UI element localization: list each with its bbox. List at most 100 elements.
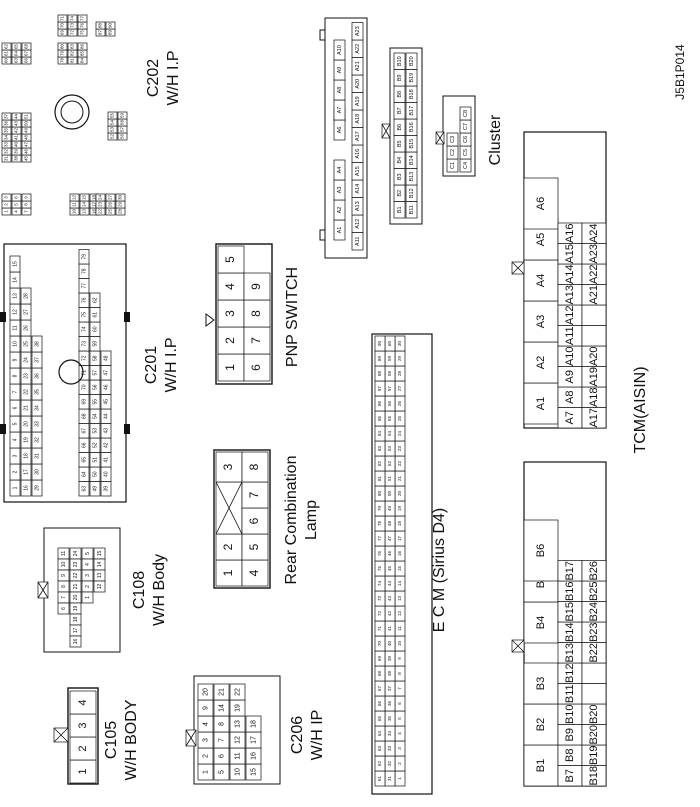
svg-text:8: 8 [24, 203, 29, 206]
svg-text:43: 43 [103, 428, 109, 434]
c201-pin: 73 [78, 336, 90, 352]
tcm-a-pin: A16 [557, 222, 583, 244]
c201-pin: 66 [78, 437, 90, 453]
svg-text:14: 14 [82, 202, 87, 208]
svg-text:A11: A11 [564, 326, 576, 345]
svg-text:18: 18 [250, 720, 257, 728]
svg-text:A4: A4 [535, 274, 547, 287]
svg-text:64: 64 [377, 731, 382, 737]
c202-pin: 13 [79, 207, 90, 216]
c201-pin: 54 [89, 408, 101, 424]
c201-pin: 72 [78, 350, 90, 366]
c201-pin: 8 [9, 367, 21, 385]
c201-pin: 2 [9, 463, 21, 481]
svg-text:18: 18 [73, 617, 79, 623]
pnp-outline [215, 243, 273, 385]
c202-pin: 42 [11, 126, 22, 135]
svg-text:75: 75 [377, 566, 382, 572]
cluster-b-pin: B4 [393, 151, 406, 169]
c201-pin: 38 [31, 335, 43, 353]
c202-pin: 41 [11, 133, 22, 142]
svg-text:B18: B18 [409, 89, 415, 99]
c108-name: C108 [131, 571, 148, 609]
svg-text:7: 7 [247, 491, 261, 498]
svg-text:76: 76 [377, 551, 382, 557]
svg-text:10: 10 [397, 641, 402, 647]
svg-text:C4: C4 [463, 162, 469, 169]
svg-text:24: 24 [98, 195, 103, 201]
c202-pin: 90 [105, 21, 116, 30]
svg-text:21: 21 [397, 476, 402, 482]
svg-text:25: 25 [23, 341, 29, 347]
c202-pin: 51 [21, 112, 32, 121]
svg-text:B20: B20 [588, 704, 600, 724]
c206-pin: 3 [197, 731, 214, 749]
cluster-b-pin: B6 [393, 118, 406, 136]
rear-pin: 7 [241, 481, 269, 509]
svg-text:42: 42 [387, 611, 392, 617]
svg-text:A7: A7 [337, 107, 343, 114]
svg-text:37: 37 [34, 357, 40, 363]
svg-text:55: 55 [110, 113, 115, 119]
svg-text:A9: A9 [337, 67, 343, 74]
ecm-pin: 64 [374, 725, 386, 742]
rear-pin: 3 [215, 451, 243, 483]
tcm-b-header: B4 [523, 601, 559, 644]
ecm-pin: 86 [374, 395, 386, 412]
svg-text:20: 20 [73, 595, 79, 601]
svg-text:3: 3 [202, 738, 209, 742]
svg-text:A1: A1 [337, 227, 343, 234]
svg-text:5: 5 [247, 543, 261, 550]
cluster-b-pin: B19 [405, 69, 418, 87]
svg-text:66: 66 [81, 442, 87, 448]
svg-text:80: 80 [60, 44, 65, 50]
svg-text:B1: B1 [535, 759, 547, 772]
c201-pin: 77 [78, 278, 90, 294]
tcm-b-header: B2 [523, 703, 559, 746]
c108-pin: 24 [69, 547, 82, 560]
c202-location: W/H I.P [165, 50, 182, 105]
c202-pin: 89 [105, 28, 116, 37]
svg-text:B12: B12 [564, 663, 576, 683]
svg-text:2: 2 [202, 754, 209, 758]
c201-pin: 11 [9, 319, 21, 337]
c108-pin: 5 [81, 547, 94, 560]
svg-text:17: 17 [397, 536, 402, 542]
ecm-pin: 32 [384, 755, 396, 772]
tcm-b-pin: B25 [581, 580, 607, 602]
svg-text:34: 34 [387, 731, 392, 737]
svg-text:8: 8 [61, 585, 67, 588]
ecm-pin: 42 [384, 605, 396, 622]
svg-text:11: 11 [234, 752, 241, 759]
ecm-pin: 14 [394, 575, 406, 592]
svg-text:B14: B14 [564, 622, 576, 642]
svg-text:69: 69 [377, 656, 382, 662]
svg-text:45: 45 [387, 566, 392, 572]
c202-pin: 54 [107, 118, 118, 127]
ecm-pin: 50 [384, 485, 396, 502]
c206-pin: 19 [229, 699, 246, 717]
ecm-pin: 20 [394, 485, 406, 502]
svg-text:A23: A23 [588, 244, 600, 264]
c202-pin: 15 [79, 193, 90, 202]
ecm-pin: 71 [374, 620, 386, 637]
c108-pin: 2 [81, 580, 94, 593]
c201-pin: 49 [89, 481, 101, 497]
c108-pin: 4 [81, 558, 94, 571]
svg-text:70: 70 [377, 641, 382, 647]
c202-pin: 33 [1, 140, 12, 149]
tcm-a-header: A4 [523, 259, 559, 302]
c201-pin: 52 [89, 437, 101, 453]
svg-text:58: 58 [92, 355, 98, 361]
cluster-b-pin: B13 [405, 168, 418, 186]
c202-pin: 84 [77, 56, 88, 65]
svg-text:B18: B18 [588, 766, 600, 786]
cluster-a-pin: A6 [333, 119, 346, 141]
rear-pin: 1 [215, 559, 243, 587]
svg-text:2: 2 [223, 337, 237, 344]
tcm-a-pin: A18 [581, 386, 607, 408]
svg-text:89: 89 [108, 30, 113, 36]
svg-text:1: 1 [77, 768, 89, 774]
svg-text:44: 44 [387, 581, 392, 587]
svg-text:19: 19 [397, 506, 402, 512]
